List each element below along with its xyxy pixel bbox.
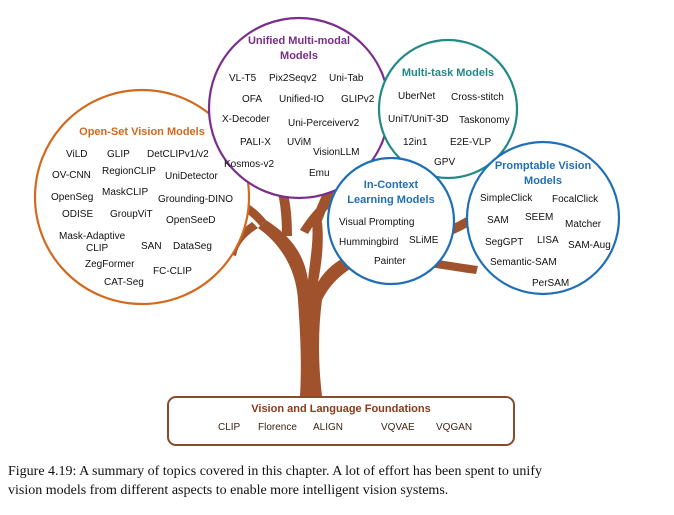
model-label: GLIP [107,149,130,160]
model-label: CLIP [86,243,109,254]
promptable-circle [465,140,621,296]
model-label: OV-CNN [52,170,91,181]
in-context-cluster: In-Context Learning Models Visual Prompt… [326,156,456,286]
promptable-title-line2: Models [524,175,562,187]
in-context-title-line1: In-Context [364,179,419,191]
model-label: OpenSeeD [166,215,215,226]
model-label: Semantic-SAM [490,257,557,268]
model-label: SegGPT [485,237,523,248]
multi-task-cluster: Multi-task Models UberNet Cross-stitch U… [377,38,519,180]
model-label: E2E-VLP [450,137,491,148]
model-label: RegionCLIP [102,166,156,177]
model-label: UViM [287,137,311,148]
foundation-label: CLIP [218,422,241,433]
model-label: Grounding-DINO [158,194,233,205]
model-label: DataSeg [173,241,212,252]
foundations-box: Vision and Language Foundations CLIP Flo… [167,396,515,446]
foundation-label: VQGAN [436,422,472,433]
model-label: GroupViT [110,209,153,220]
model-label: Hummingbird [339,237,398,248]
model-label: UniT/UniT-3D [388,114,449,125]
model-label: VL-T5 [229,73,257,84]
model-label: CAT-Seg [104,277,144,288]
model-label: FocalClick [552,194,599,205]
model-label: GPV [434,157,455,168]
model-label: GLIPv2 [341,94,375,105]
model-label: OFA [242,94,262,105]
model-label: VisionLLM [313,147,360,158]
promptable-cluster: Promptable Vision Models SimpleClick Foc… [465,140,621,296]
model-label: X-Decoder [222,114,270,125]
model-label: Unified-IO [279,94,324,105]
model-label: PALI-X [240,137,271,148]
model-label: PerSAM [532,278,569,289]
model-label: OpenSeg [51,192,93,203]
model-label: UniDetector [165,171,218,182]
model-label: Cross-stitch [451,92,504,103]
unified-title-line1: Unified Multi-modal [248,35,350,47]
multi-task-title: Multi-task Models [402,67,494,79]
in-context-title-line2: Learning Models [347,194,434,206]
unified-cluster: Unified Multi-modal Models VL-T5 Pix2Seq… [207,16,391,200]
model-label: UberNet [398,91,435,102]
open-set-title: Open-Set Vision Models [79,126,205,138]
foundations-title: Vision and Language Foundations [251,403,430,415]
model-label: FC-CLIP [153,266,192,277]
model-label: MaskCLIP [102,187,148,198]
model-label: Kosmos-v2 [224,159,274,170]
model-label: Pix2Seqv2 [269,73,317,84]
model-label: ODISE [62,209,93,220]
model-label: LISA [537,235,559,246]
model-label: Painter [374,256,406,267]
model-label: SAN [141,241,162,252]
model-label: SAM-Aug [568,240,611,251]
caption-line: vision models from different aspects to … [8,483,449,498]
model-label: Visual Prompting [339,217,414,228]
foundation-label: VQVAE [381,422,415,433]
in-context-circle [326,156,456,286]
model-label: SAM [487,215,509,226]
open-set-cluster: Open-Set Vision Models ViLD GLIP DetCLIP… [33,88,251,306]
model-label: Uni-Tab [329,73,364,84]
open-set-circle [33,88,251,306]
caption-line: Figure 4.19: A summary of topics covered… [8,464,542,479]
model-label: Uni-Perceiverv2 [288,118,360,129]
model-label: Mask-Adaptive [59,231,126,242]
model-label: ZegFormer [85,259,135,270]
multi-task-circle [377,38,519,180]
unified-title-line2: Models [280,50,318,62]
model-label: DetCLIPv1/v2 [147,149,209,160]
model-label: SimpleClick [480,193,533,204]
foundation-label: Florence [258,422,297,433]
model-label: ViLD [66,149,88,160]
figure-caption: Figure 4.19: A summary of topics covered… [8,462,668,500]
model-label: Matcher [565,219,602,230]
promptable-title-line1: Promptable Vision [495,160,592,172]
model-label: 12in1 [403,137,428,148]
foundations-frame [167,396,515,446]
model-label: Emu [309,168,330,179]
model-label: SLiME [409,235,439,246]
foundation-label: ALIGN [313,422,343,433]
model-label: SEEM [525,212,553,223]
model-label: Taskonomy [459,115,510,126]
